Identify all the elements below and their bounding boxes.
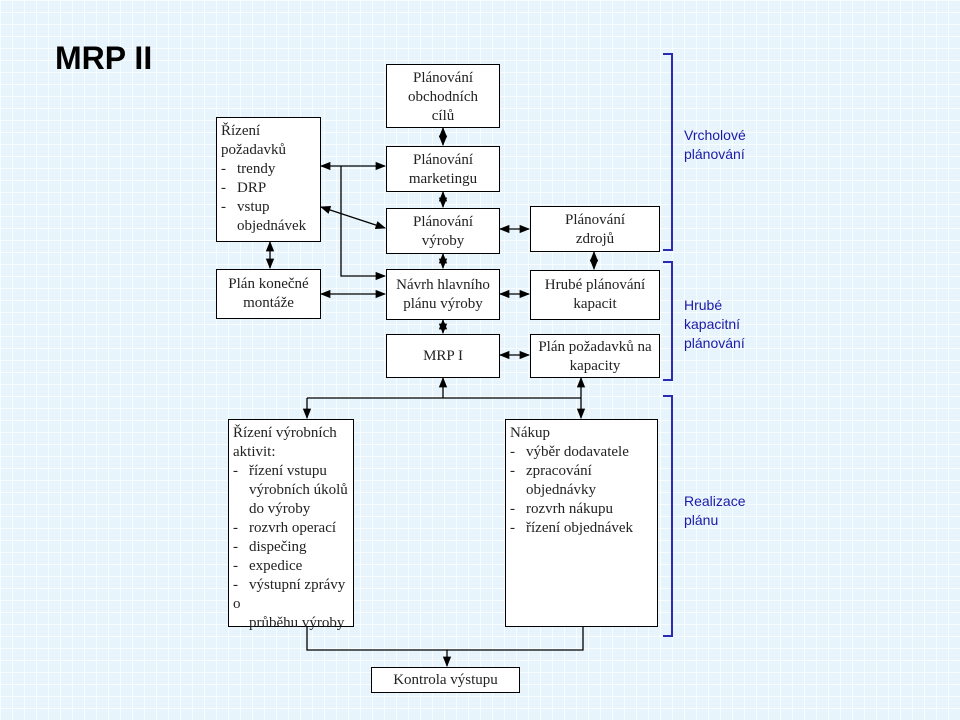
box-mrp-i: MRP I (386, 334, 500, 378)
heading-line: požadavků (221, 142, 286, 158)
arrow-pozadavky-navrh (340, 166, 387, 281)
box-planovani-vyroby: Plánování výroby (386, 208, 500, 254)
box-rizeni-vyrobnich-aktivit: Řízení výrobních aktivit: -řízení vstupu… (228, 419, 354, 631)
item: trendy (237, 161, 276, 177)
label-realizace-planu: Realizace plánu (684, 493, 746, 528)
box-navrh-hlavniho-planu: Návrh hlavního plánu výroby (386, 269, 500, 320)
item: vstup (237, 199, 270, 215)
box-rizeni-pozadavku: Řízení požadavků -trendy -DRP -vstup obj… (216, 117, 321, 242)
item: DRP (237, 180, 267, 196)
box-nakup: Nákup -výběr dodavatele -zpracování obje… (505, 419, 658, 627)
arrow-nakup-kontrola (447, 627, 584, 651)
box-plan-konecne-montaze: Plán konečné montáže (216, 269, 321, 319)
box-planovani-obchodnich-cilu: Plánování obchodních cílů (386, 64, 500, 128)
page-title: MRP II (55, 40, 153, 76)
bracket-hrube (663, 261, 673, 381)
arrow-aktivity-kontrola (306, 627, 452, 668)
item-cont: objednávek (237, 218, 307, 234)
box-kontrola-vystupu: Kontrola výstupu (371, 667, 520, 693)
box-plan-pozadavku-na-kapacity: Plán požadavků na kapacity (530, 334, 660, 378)
box-planovani-zdroju: Plánování zdrojů (530, 206, 660, 252)
box-planovani-marketingu: Plánování marketingu (386, 146, 500, 192)
label-hrube-kapacitni-planovani: Hrubé kapacitní plánování (684, 297, 745, 351)
heading-line: Řízení (221, 123, 261, 139)
box-hrube-planovani-kapacit: Hrubé plánování kapacit (530, 270, 660, 320)
bracket-realizace (663, 395, 673, 637)
label-vrcholove-planovani: Vrcholové plánování (684, 127, 746, 162)
arrow-pozadavky-vyroba (320, 205, 386, 230)
bracket-vrcholove (663, 53, 673, 251)
